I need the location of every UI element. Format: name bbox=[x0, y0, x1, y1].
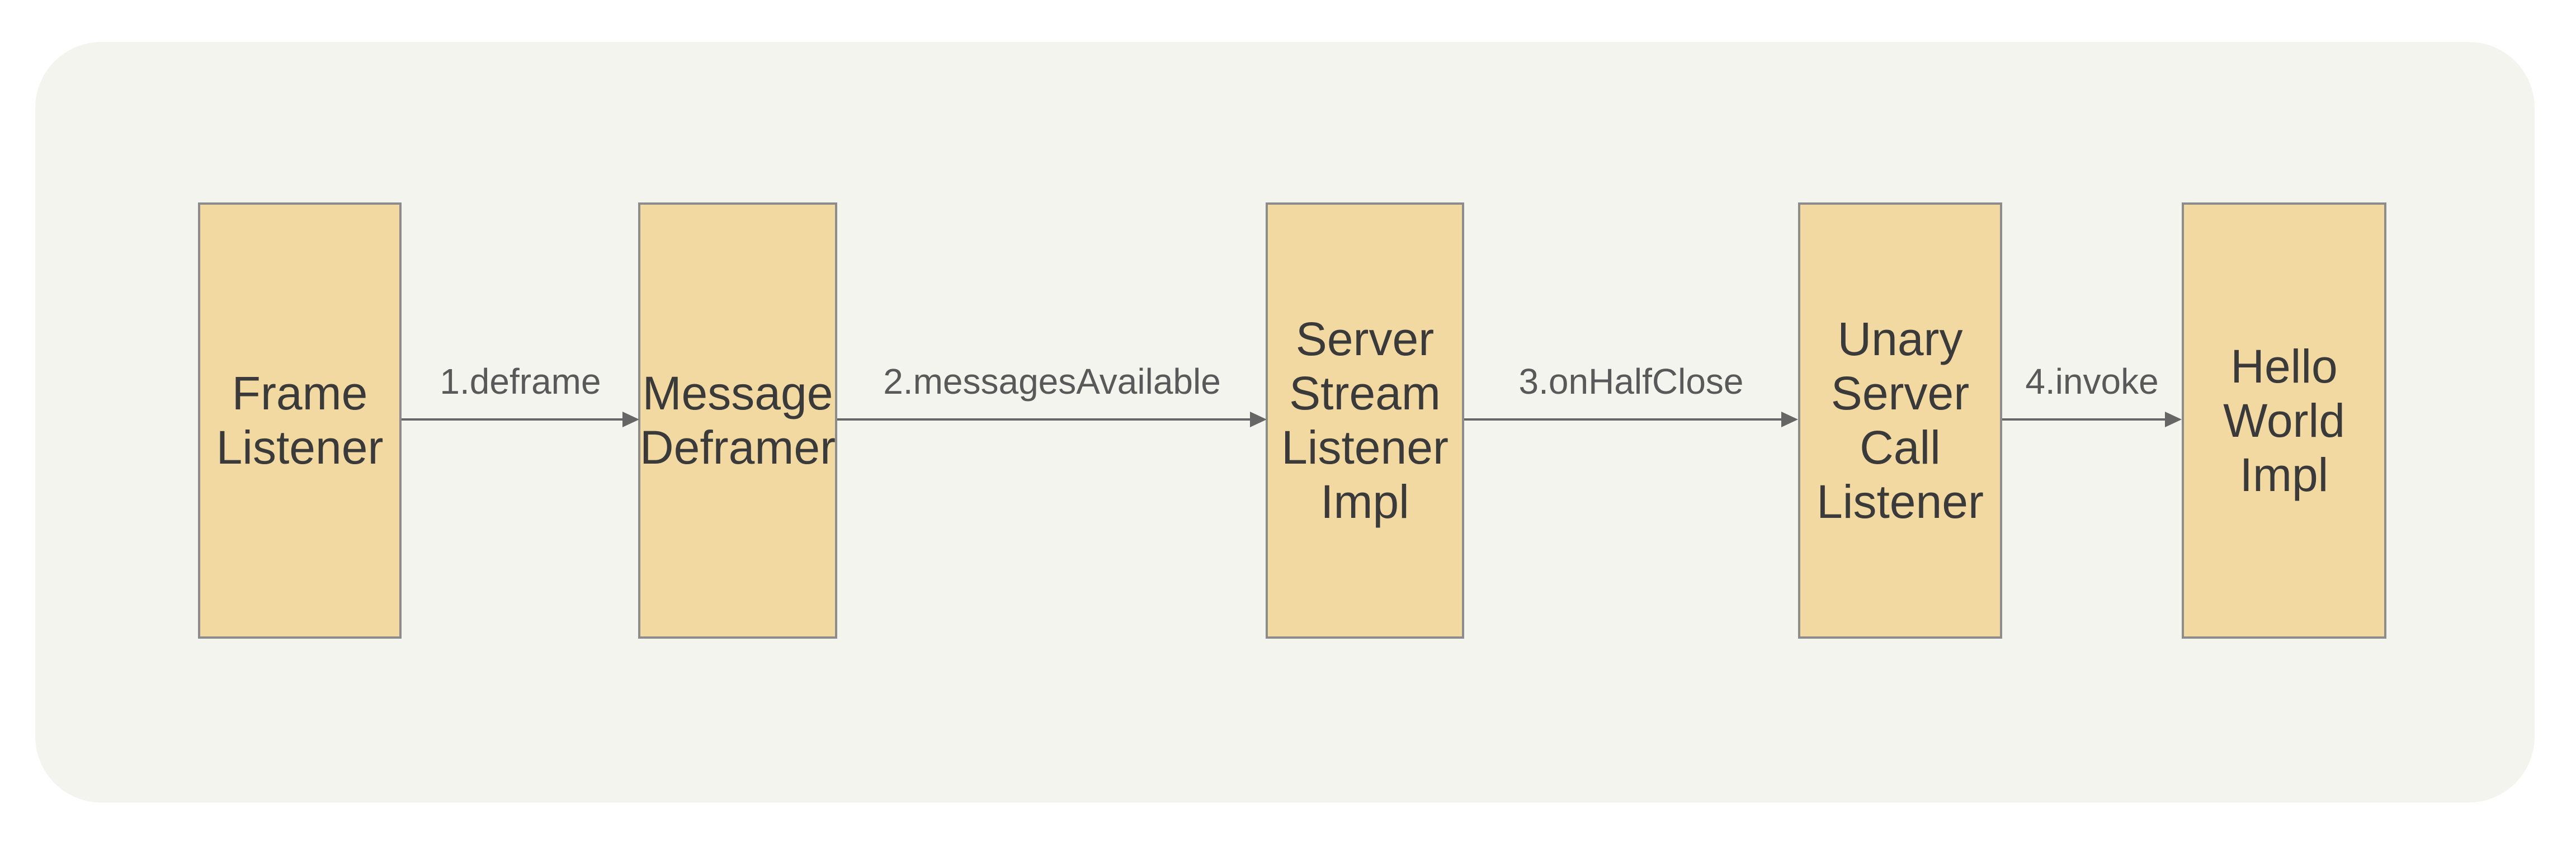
node-message-deframer: Message Deframer bbox=[638, 202, 837, 639]
edge-label-on-half-close: 3.onHalfClose bbox=[1518, 361, 1744, 402]
edge-messages-available: 2.messagesAvailable bbox=[837, 347, 1267, 442]
node-hello-world-impl: Hello World Impl bbox=[2182, 202, 2386, 639]
arrow-head-icon bbox=[1781, 412, 1798, 427]
node-label-frame-listener: Frame Listener bbox=[216, 367, 384, 474]
edge-on-half-close: 3.onHalfClose bbox=[1464, 347, 1798, 442]
arrow-head-icon bbox=[2165, 412, 2182, 427]
node-frame-listener: Frame Listener bbox=[198, 202, 402, 639]
edge-deframe: 1.deframe bbox=[402, 347, 639, 442]
arrow-line bbox=[402, 418, 625, 421]
node-label-server-stream-listener-impl: Server Stream Listener Impl bbox=[1281, 313, 1449, 528]
node-label-message-deframer: Message Deframer bbox=[639, 367, 836, 474]
edge-label-invoke: 4.invoke bbox=[2025, 361, 2159, 402]
node-label-unary-server-call-listener: Unary Server Call Listener bbox=[1817, 313, 1984, 528]
arrow-line bbox=[837, 418, 1252, 421]
arrow-head-icon bbox=[1250, 412, 1267, 427]
arrow-line bbox=[2002, 418, 2167, 421]
arrow-line bbox=[1464, 418, 1784, 421]
edge-label-messages-available: 2.messagesAvailable bbox=[883, 361, 1221, 402]
edge-invoke: 4.invoke bbox=[2002, 347, 2182, 442]
node-server-stream-listener-impl: Server Stream Listener Impl bbox=[1266, 202, 1464, 639]
edge-label-deframe: 1.deframe bbox=[440, 361, 601, 402]
arrow-head-icon bbox=[622, 412, 639, 427]
node-label-hello-world-impl: Hello World Impl bbox=[2223, 339, 2345, 501]
node-unary-server-call-listener: Unary Server Call Listener bbox=[1798, 202, 2002, 639]
